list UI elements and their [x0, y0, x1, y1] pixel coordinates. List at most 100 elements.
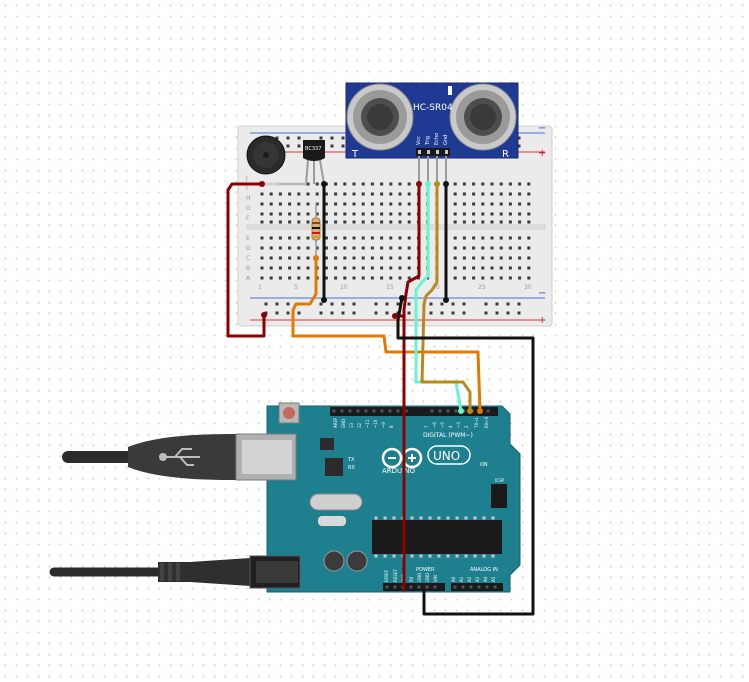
- power-header[interactable]: [383, 583, 445, 591]
- breadboard-hole: [398, 212, 402, 216]
- rail-hole: [385, 311, 389, 315]
- breadboard-hole: [453, 182, 457, 186]
- wire-red-vcc[interactable]: [402, 182, 421, 592]
- header-pin: [430, 409, 434, 413]
- breadboard-hole: [370, 276, 374, 280]
- breadboard-hole: [306, 266, 310, 270]
- breadboard-hole: [481, 192, 485, 196]
- breadboard-hole: [288, 192, 292, 196]
- breadboard-hole: [389, 212, 393, 216]
- wire-orange-resistor[interactable]: [291, 256, 482, 413]
- breadboard-hole: [315, 212, 319, 216]
- rail-hole: [506, 311, 510, 315]
- breadboard-hole: [343, 276, 347, 280]
- breadboard-hole: [490, 266, 494, 270]
- icsp-header[interactable]: [491, 484, 507, 508]
- breadboard-hole: [324, 212, 328, 216]
- ultrasonic-sensor[interactable]: HC-SR04 T R Vcc Trig Echo Gnd: [345, 82, 519, 160]
- breadboard-hole: [278, 212, 282, 216]
- rail-hole: [484, 302, 488, 306]
- chip-pin: [437, 516, 441, 520]
- rail-hole: [275, 136, 279, 140]
- breadboard-hole: [324, 192, 328, 196]
- header-pin: [453, 585, 457, 589]
- breadboard-hole: [490, 236, 494, 240]
- header-pin: [454, 409, 458, 413]
- breadboard-hole: [278, 236, 282, 240]
- header-pin: [486, 409, 490, 413]
- breadboard-hole: [278, 202, 282, 206]
- chip-pin: [383, 516, 387, 520]
- digital-pin-6: ~6: [432, 422, 437, 428]
- tx-label: TX: [347, 457, 355, 463]
- breadboard-hole: [407, 192, 411, 196]
- rail-hole: [352, 302, 356, 306]
- breadboard-hole: [462, 192, 466, 196]
- breadboard-hole: [453, 212, 457, 216]
- aref-label: AREF: [333, 417, 338, 428]
- header-pin: [372, 409, 376, 413]
- rail-hole: [429, 302, 433, 306]
- breadboard-hole: [389, 220, 393, 224]
- analog-header[interactable]: [451, 583, 503, 591]
- analog-pin-a4: A4: [483, 576, 488, 582]
- breadboard-hole: [370, 256, 374, 260]
- breadboard-hole: [343, 266, 347, 270]
- rail-hole: [341, 144, 345, 148]
- breadboard-hole: [481, 256, 485, 260]
- breadboard-hole: [389, 256, 393, 260]
- breadboard-hole: [472, 266, 476, 270]
- rail-plus-label: +: [538, 148, 546, 159]
- rail-hole: [517, 136, 521, 140]
- analog-label: ANALOG IN: [470, 567, 498, 573]
- breadboard-hole: [508, 276, 512, 280]
- breadboard-hole: [472, 202, 476, 206]
- breadboard-hole: [481, 276, 485, 280]
- chip-pin: [455, 516, 459, 520]
- breadboard-hole: [527, 212, 531, 216]
- power-cable[interactable]: [49, 555, 301, 589]
- header-pin: [380, 409, 384, 413]
- digital-pin-11: ~11: [365, 419, 370, 428]
- usb-cable[interactable]: [62, 433, 297, 481]
- buzzer[interactable]: [246, 135, 286, 175]
- breadboard-hole: [297, 236, 301, 240]
- breadboard-hole: [472, 276, 476, 280]
- header-pin: [493, 585, 497, 589]
- breadboard-hole: [499, 256, 503, 260]
- breadboard-hole: [260, 236, 264, 240]
- breadboard-hole: [334, 266, 338, 270]
- on-label: ON: [480, 462, 488, 468]
- rail-hole: [297, 311, 301, 315]
- breadboard-hole: [472, 182, 476, 186]
- breadboard-hole: [306, 256, 310, 260]
- wire-olive-echo[interactable]: [420, 182, 472, 413]
- breadboard-hole: [453, 220, 457, 224]
- breadboard-hole: [260, 256, 264, 260]
- breadboard-hole: [508, 212, 512, 216]
- header-pin: [340, 409, 344, 413]
- chip-pin: [464, 516, 468, 520]
- rail-hole: [297, 144, 301, 148]
- breadboard-hole: [297, 256, 301, 260]
- breadboard-hole: [389, 246, 393, 250]
- breadboard-hole: [407, 212, 411, 216]
- wire-red-buzzer[interactable]: [226, 182, 266, 338]
- breadboard-hole: [508, 202, 512, 206]
- chip-pin: [374, 554, 378, 558]
- rail-hole: [407, 311, 411, 315]
- header-pin: [485, 585, 489, 589]
- arduino-uno[interactable]: DIGITAL (PWM~) ARDUINO UNO ON TX RX ICSP: [266, 402, 521, 593]
- breadboard-hole: [334, 220, 338, 224]
- wire-black-arduino-gnd[interactable]: [396, 296, 535, 616]
- breadboard-hole: [490, 256, 494, 260]
- breadboard-hole: [278, 192, 282, 196]
- header-pin: [404, 409, 408, 413]
- header-pin: [348, 409, 352, 413]
- resistor[interactable]: [311, 203, 321, 258]
- transistor[interactable]: BC337: [303, 140, 325, 185]
- digital-header[interactable]: [330, 407, 498, 416]
- breadboard-hole: [508, 256, 512, 260]
- breadboard-hole: [306, 220, 310, 224]
- chip-pin: [446, 516, 450, 520]
